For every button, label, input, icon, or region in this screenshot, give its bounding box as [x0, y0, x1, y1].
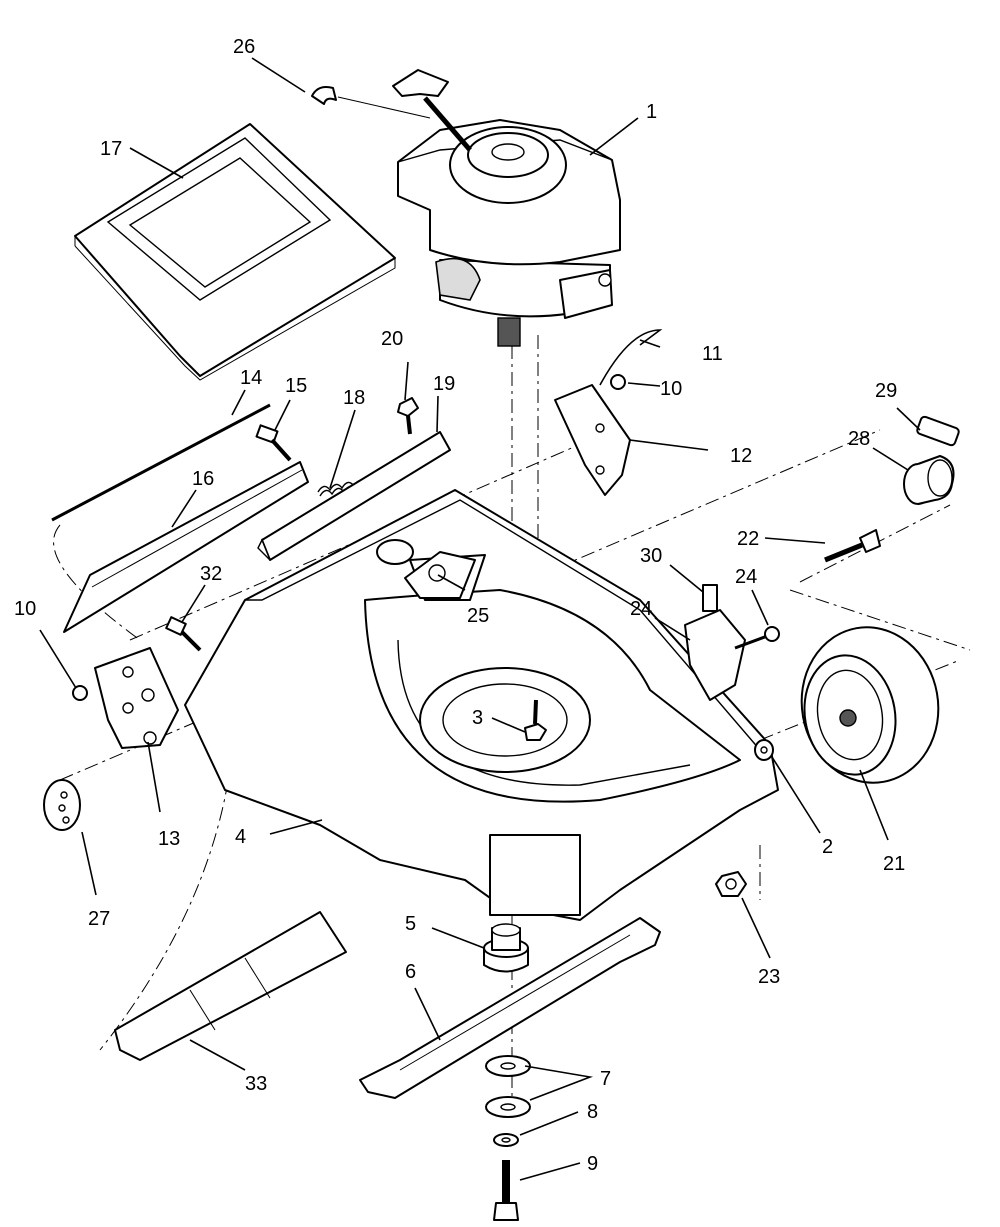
- height-adjuster-part-30: [684, 584, 780, 701]
- callout-1: 1: [646, 101, 657, 123]
- callout-24-left: 24: [630, 598, 652, 620]
- callout-5: 5: [405, 913, 416, 935]
- callout-6: 6: [405, 961, 416, 983]
- engine-part-1: [392, 69, 621, 347]
- callout-30: 30: [640, 545, 662, 567]
- callout-4: 4: [235, 826, 246, 848]
- callout-12: 12: [730, 445, 752, 467]
- callout-8: 8: [587, 1101, 598, 1123]
- callout-32: 32: [200, 563, 222, 585]
- callout-16: 16: [192, 468, 214, 490]
- bolt-part-22: [824, 529, 881, 563]
- height-plate-part-12: [554, 384, 631, 496]
- washers-part-7: [485, 1055, 531, 1118]
- callout-2: 2: [822, 836, 833, 858]
- bolt-part-9: [493, 1160, 519, 1221]
- callout-7: 7: [600, 1068, 611, 1090]
- callout-27: 27: [88, 908, 110, 930]
- callout-3: 3: [472, 707, 483, 729]
- blade-part-6: [359, 917, 661, 1099]
- callout-10-right: 10: [660, 378, 682, 400]
- callout-21: 21: [883, 853, 905, 875]
- rod-part-14: [51, 403, 271, 522]
- screw-part-15: [255, 424, 292, 462]
- mulch-plug-part-33: [114, 911, 347, 1061]
- hinge-bracket-part-16: [63, 461, 309, 633]
- leader-lines: [39, 57, 921, 1181]
- rear-hinge-part-19: [257, 431, 451, 561]
- callout-15: 15: [285, 375, 307, 397]
- callout-29: 29: [875, 380, 897, 402]
- blade-adapter-part-5: [483, 923, 529, 973]
- callout-10-left: 10: [14, 598, 36, 620]
- nut-part-10-right: [610, 374, 626, 390]
- pin-part-11: [599, 329, 663, 386]
- callout-13: 13: [158, 828, 180, 850]
- callout-9: 9: [587, 1153, 598, 1175]
- callout-23: 23: [758, 966, 780, 988]
- cap-part-29: [916, 415, 960, 447]
- hub-cap-part-27: [43, 779, 81, 831]
- bolt-part-3: [524, 699, 547, 741]
- callout-18: 18: [343, 387, 365, 409]
- lock-washer-part-8: [493, 1133, 519, 1147]
- washer-part-2: [754, 739, 774, 761]
- callout-20: 20: [381, 328, 403, 350]
- height-plate-part-13: [94, 647, 179, 749]
- callout-labels: 1 2 3 4 5 6 7 8 9 10 10 11 12 13 14 15 1…: [14, 36, 905, 1175]
- clip-part-26: [311, 86, 431, 119]
- bushing-part-28: [903, 455, 955, 505]
- callout-19: 19: [433, 373, 455, 395]
- nut-part-10-left: [72, 685, 88, 701]
- callout-28: 28: [848, 428, 870, 450]
- callout-24-right: 24: [735, 566, 757, 588]
- callout-22: 22: [737, 528, 759, 550]
- cover-plate-part-17: [74, 123, 396, 381]
- screw-part-32: [165, 616, 202, 652]
- screw-part-20: [397, 397, 419, 435]
- callout-11: 11: [702, 343, 723, 365]
- wheel-part-21: [800, 626, 940, 784]
- nut-part-23: [715, 871, 747, 897]
- callout-25: 25: [467, 605, 489, 627]
- callout-17: 17: [100, 138, 122, 160]
- callout-33: 33: [245, 1073, 267, 1095]
- callout-14: 14: [240, 367, 262, 389]
- callout-26: 26: [233, 36, 255, 58]
